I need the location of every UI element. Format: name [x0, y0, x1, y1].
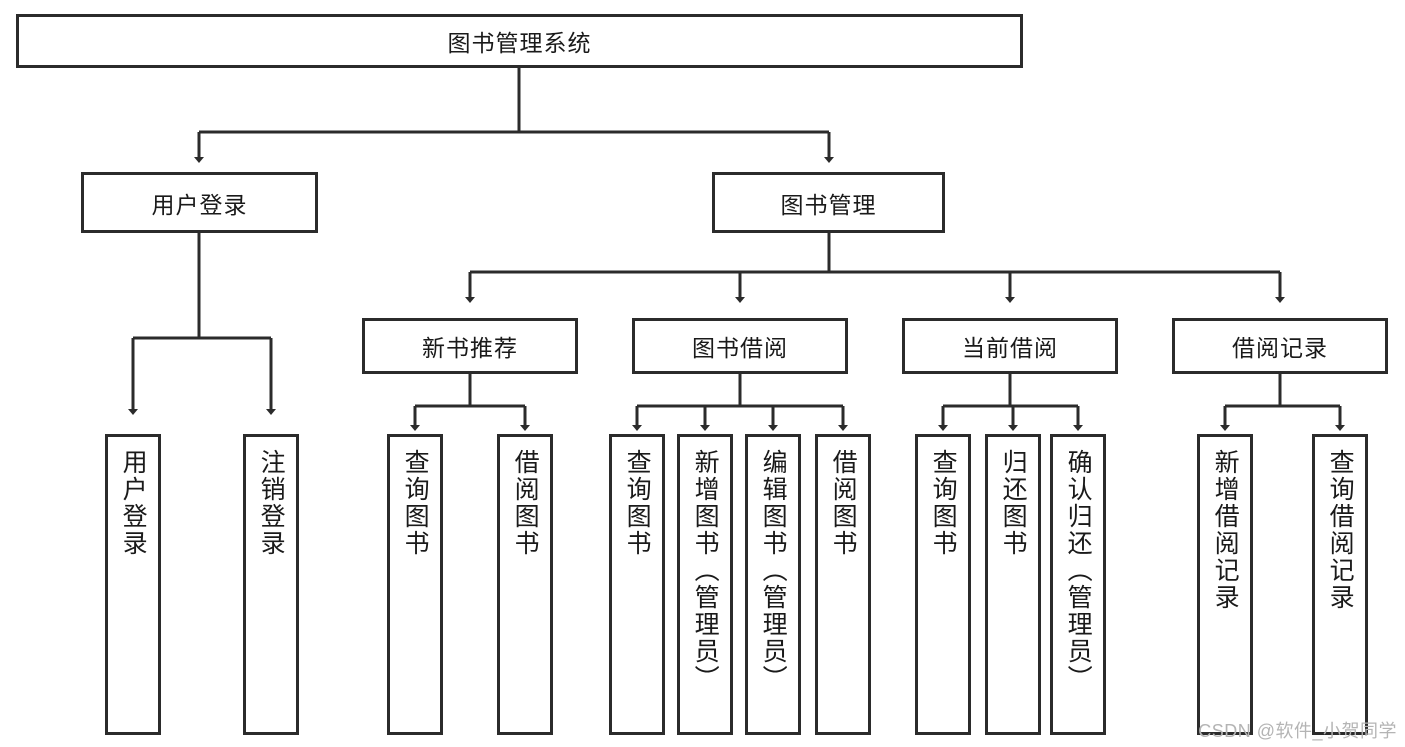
leaf-recommend-query-book[interactable]: 查询图书	[387, 434, 443, 735]
leaf-recommend-borrow-book[interactable]: 借阅图书	[497, 434, 553, 735]
watermark: CSDN @软件_小贺同学	[1198, 721, 1397, 741]
node-label: 归还图书	[999, 449, 1028, 557]
leaf-current-query-book[interactable]: 查询图书	[915, 434, 971, 735]
node-label: 编辑图书（管理员）	[759, 449, 788, 692]
node-label: 新书推荐	[422, 335, 518, 361]
leaf-borrow-query-book[interactable]: 查询图书	[609, 434, 665, 735]
node-label: 查询图书	[623, 449, 652, 557]
node-label: 查询图书	[929, 449, 958, 557]
leaf-user-login[interactable]: 用户登录	[105, 434, 161, 735]
node-label: 新增借阅记录	[1211, 449, 1240, 611]
leaf-borrow-borrow-book[interactable]: 借阅图书	[815, 434, 871, 735]
node-label: 注销登录	[257, 449, 286, 557]
leaf-borrow-add-book-admin[interactable]: 新增图书（管理员）	[677, 434, 733, 735]
node-label: 用户登录	[119, 449, 148, 557]
leaf-current-return-book[interactable]: 归还图书	[985, 434, 1041, 735]
leaf-record-add-borrow-record[interactable]: 新增借阅记录	[1197, 434, 1253, 735]
node-label: 查询借阅记录	[1326, 449, 1355, 611]
node-label: 借阅记录	[1232, 335, 1328, 361]
node-label: 借阅图书	[829, 449, 858, 557]
node-label: 当前借阅	[962, 335, 1058, 361]
node-root-book-management-system[interactable]: 图书管理系统	[16, 14, 1023, 68]
node-label: 借阅图书	[511, 449, 540, 557]
leaf-record-query-borrow-record[interactable]: 查询借阅记录	[1312, 434, 1368, 735]
node-user-login[interactable]: 用户登录	[81, 172, 318, 233]
node-label: 图书管理	[780, 191, 877, 218]
node-book-management[interactable]: 图书管理	[712, 172, 945, 233]
node-label: 图书借阅	[692, 335, 788, 361]
node-label: 用户登录	[151, 191, 248, 218]
leaf-borrow-edit-book-admin[interactable]: 编辑图书（管理员）	[745, 434, 801, 735]
leaf-current-confirm-return-admin[interactable]: 确认归还（管理员）	[1050, 434, 1106, 735]
node-current-borrow[interactable]: 当前借阅	[902, 318, 1118, 374]
leaf-user-logout[interactable]: 注销登录	[243, 434, 299, 735]
node-borrow-record[interactable]: 借阅记录	[1172, 318, 1388, 374]
node-label: 查询图书	[401, 449, 430, 557]
node-label: 图书管理系统	[447, 30, 592, 56]
node-label: 新增图书（管理员）	[691, 449, 720, 692]
node-book-borrow[interactable]: 图书借阅	[632, 318, 848, 374]
node-label: 确认归还（管理员）	[1064, 449, 1093, 692]
node-new-book-recommend[interactable]: 新书推荐	[362, 318, 578, 374]
